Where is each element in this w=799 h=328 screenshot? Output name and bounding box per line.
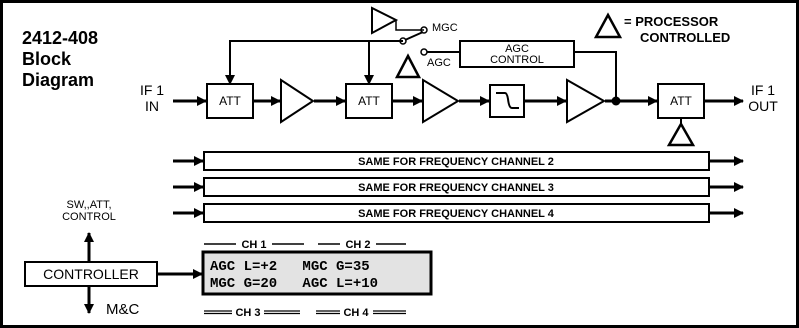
agc-control-label: AGC CONTROL [490, 43, 544, 66]
switch-contact-agc [420, 48, 428, 56]
att-block-out-label: ATT [670, 94, 692, 108]
att-block-out [657, 83, 705, 119]
agc-control-line-1: AGC [505, 43, 529, 55]
channel-3-label: SAME FOR FREQUENCY CHANNEL 3 [358, 182, 554, 194]
controller-block [24, 261, 158, 287]
agc-control-block [459, 40, 575, 68]
display-screen [201, 250, 433, 296]
att-block-1 [206, 83, 254, 119]
input-label-line-2: IN [145, 98, 159, 114]
channel-2-label: SAME FOR FREQUENCY CHANNEL 2 [358, 156, 554, 168]
title-line-3: Diagram [22, 70, 94, 90]
processor-note: = PROCESSOR CONTROLLED [624, 14, 730, 45]
att-block-2 [345, 83, 393, 119]
display-line-2: MGC G=20 AGC L=+10 [210, 276, 378, 292]
input-label: IF 1 IN [140, 82, 164, 114]
att-control-lines [225, 40, 403, 85]
filter-block [489, 84, 525, 118]
amplifier-1-icon [280, 78, 315, 124]
status-display: CH 1 CH 2 AGC L=+2 MGC G=35 MGC G=20 AGC… [201, 239, 433, 319]
sw-att-control-line-1: SW,,ATT, [66, 199, 111, 211]
processor-note-line-1: = PROCESSOR [624, 14, 719, 29]
display-line-1: AGC L=+2 MGC G=35 [210, 259, 370, 275]
title-line-1: 2412-408 [22, 28, 98, 48]
channel-4-label: SAME FOR FREQUENCY CHANNEL 4 [358, 208, 555, 220]
output-label-line-2: OUT [748, 98, 778, 114]
att-block-2-label: ATT [358, 94, 380, 108]
channel-bars: SAME FOR FREQUENCY CHANNEL 2 SAME FOR FR… [173, 151, 744, 223]
input-label-line-1: IF 1 [140, 82, 164, 98]
agc-control-line-2: CONTROL [490, 54, 544, 66]
amplifier-3-icon [566, 78, 607, 124]
display-footer-ch4: CH 4 [343, 307, 369, 319]
switch-arm [404, 31, 424, 41]
display-header-ch2: CH 2 [345, 239, 370, 251]
title-line-2: Block [22, 49, 72, 69]
mgc-label: MGC [432, 22, 458, 34]
controller-label: CONTROLLER [43, 266, 139, 282]
sw-att-control-label: SW,,ATT, CONTROL [62, 199, 116, 223]
switch-processor-triangle-icon [394, 53, 422, 79]
output-label-line-1: IF 1 [751, 82, 775, 98]
display-header-ch1: CH 1 [241, 239, 266, 251]
processor-triangle-icon [593, 12, 623, 39]
att-block-1-label: ATT [219, 94, 241, 108]
sw-att-control-line-2: CONTROL [62, 211, 116, 223]
diagram-title: 2412-408 Block Diagram [22, 28, 98, 90]
mgc-buffer-icon [371, 6, 399, 35]
amplifier-2-icon [422, 78, 460, 124]
mc-label: M&C [106, 301, 140, 318]
processor-note-line-2: CONTROLLED [640, 30, 730, 45]
lowpass-filter-icon [496, 92, 519, 109]
display-footer-ch3: CH 3 [235, 307, 260, 319]
output-label: IF 1 OUT [748, 82, 778, 114]
att-out-processor-triangle-icon [666, 121, 696, 147]
agc-label: AGC [427, 57, 451, 69]
